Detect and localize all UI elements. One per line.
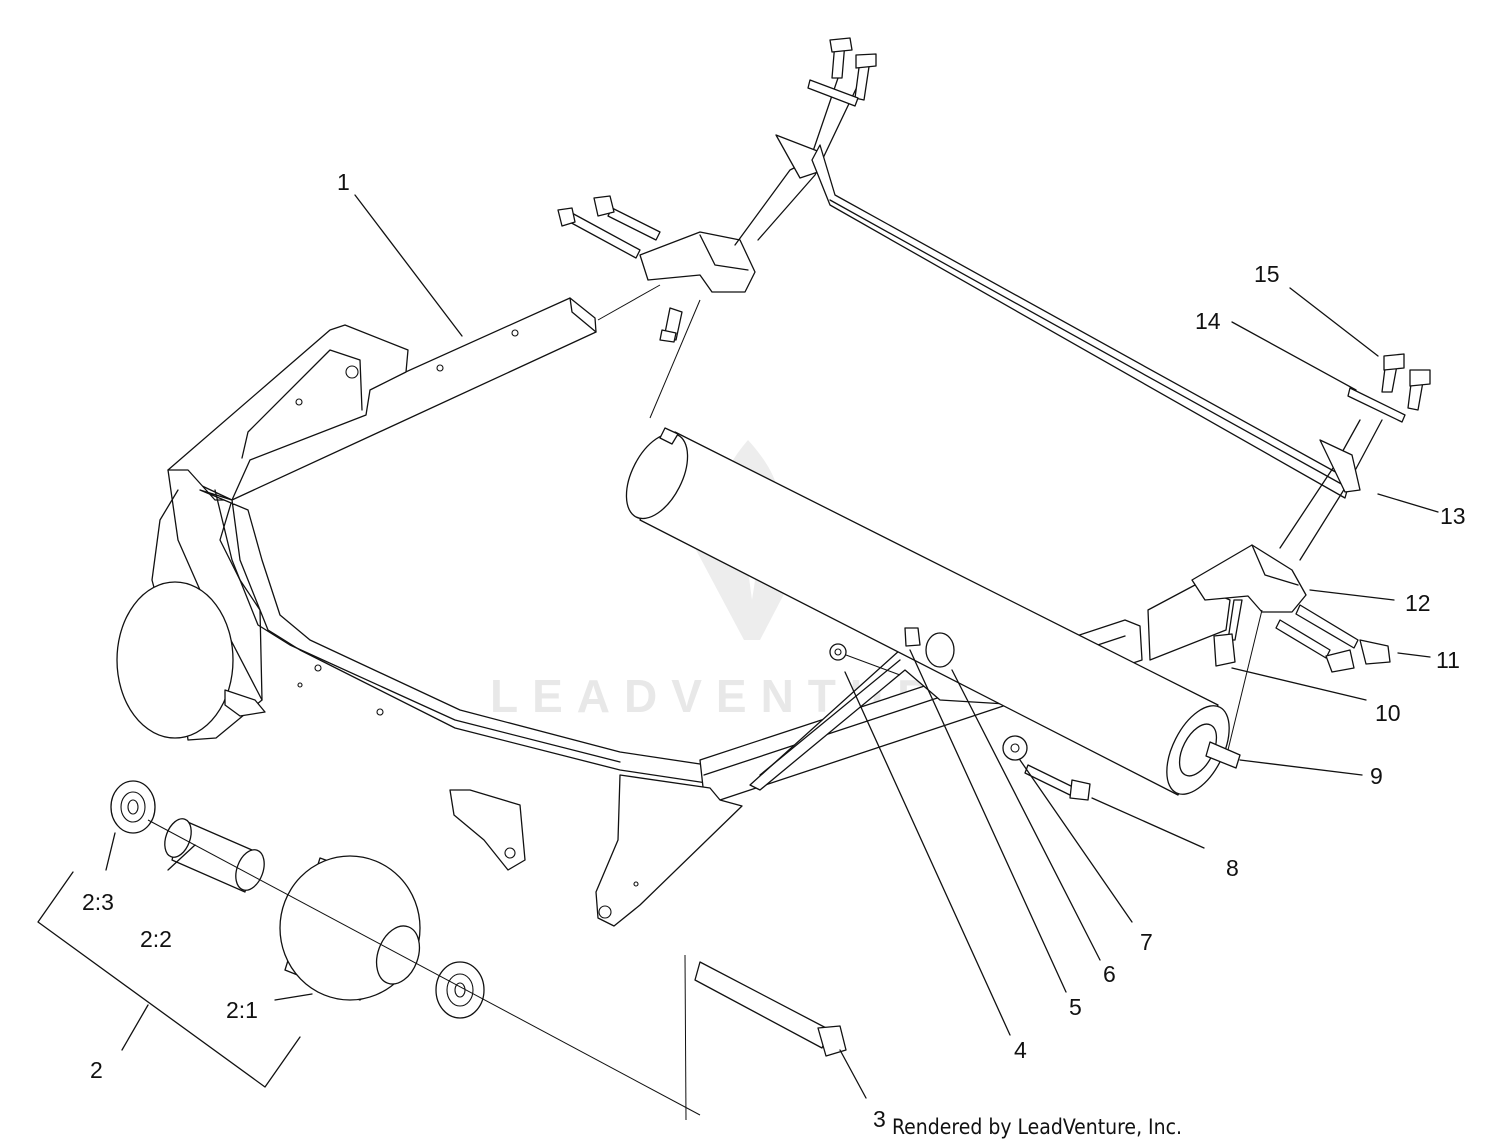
callout-10: 10 (1375, 700, 1401, 726)
callout-2: 2 (90, 1057, 103, 1083)
bushing-6-icon (925, 632, 955, 668)
nut-5-icon (904, 627, 921, 647)
frame-weldment (151, 297, 1231, 927)
callout-6: 6 (1103, 961, 1116, 987)
assembly-centerlines (147, 284, 1263, 1121)
render-credit: Rendered by LeadVenture, Inc. (892, 1115, 1182, 1139)
callout-12: 12 (1405, 590, 1431, 616)
height-adjust-bracket-left (557, 37, 1351, 499)
callout-8: 8 (1226, 855, 1239, 881)
height-adjust-bracket-right (1191, 353, 1431, 673)
front-roller (625, 427, 1241, 796)
callout-2-2: 2:2 (140, 926, 172, 952)
axle-bolt-3-icon (694, 961, 831, 1049)
callout-1: 1 (337, 169, 350, 195)
callout-14: 14 (1195, 308, 1221, 334)
callout-2-3: 2:3 (82, 889, 114, 915)
callout-13: 13 (1440, 503, 1466, 529)
callout-15: 15 (1254, 261, 1280, 287)
callout-7: 7 (1140, 929, 1153, 955)
callout-9: 9 (1370, 763, 1383, 789)
rear-roller-assembled (116, 581, 266, 741)
callout-4: 4 (1014, 1037, 1027, 1063)
leader-lines (105, 194, 1439, 1099)
callout-2-1: 2:1 (226, 997, 258, 1023)
callout-labels: 1 2 2:1 2:2 2:3 3 4 5 6 7 8 9 10 11 12 1… (82, 169, 1466, 1132)
assembly-bracket-2 (37, 871, 301, 1088)
bolt-8-icon (1024, 764, 1076, 797)
callout-3: 3 (873, 1106, 886, 1132)
callout-5: 5 (1069, 994, 1082, 1020)
roller-hardware (829, 627, 1091, 801)
callout-11: 11 (1436, 647, 1460, 673)
